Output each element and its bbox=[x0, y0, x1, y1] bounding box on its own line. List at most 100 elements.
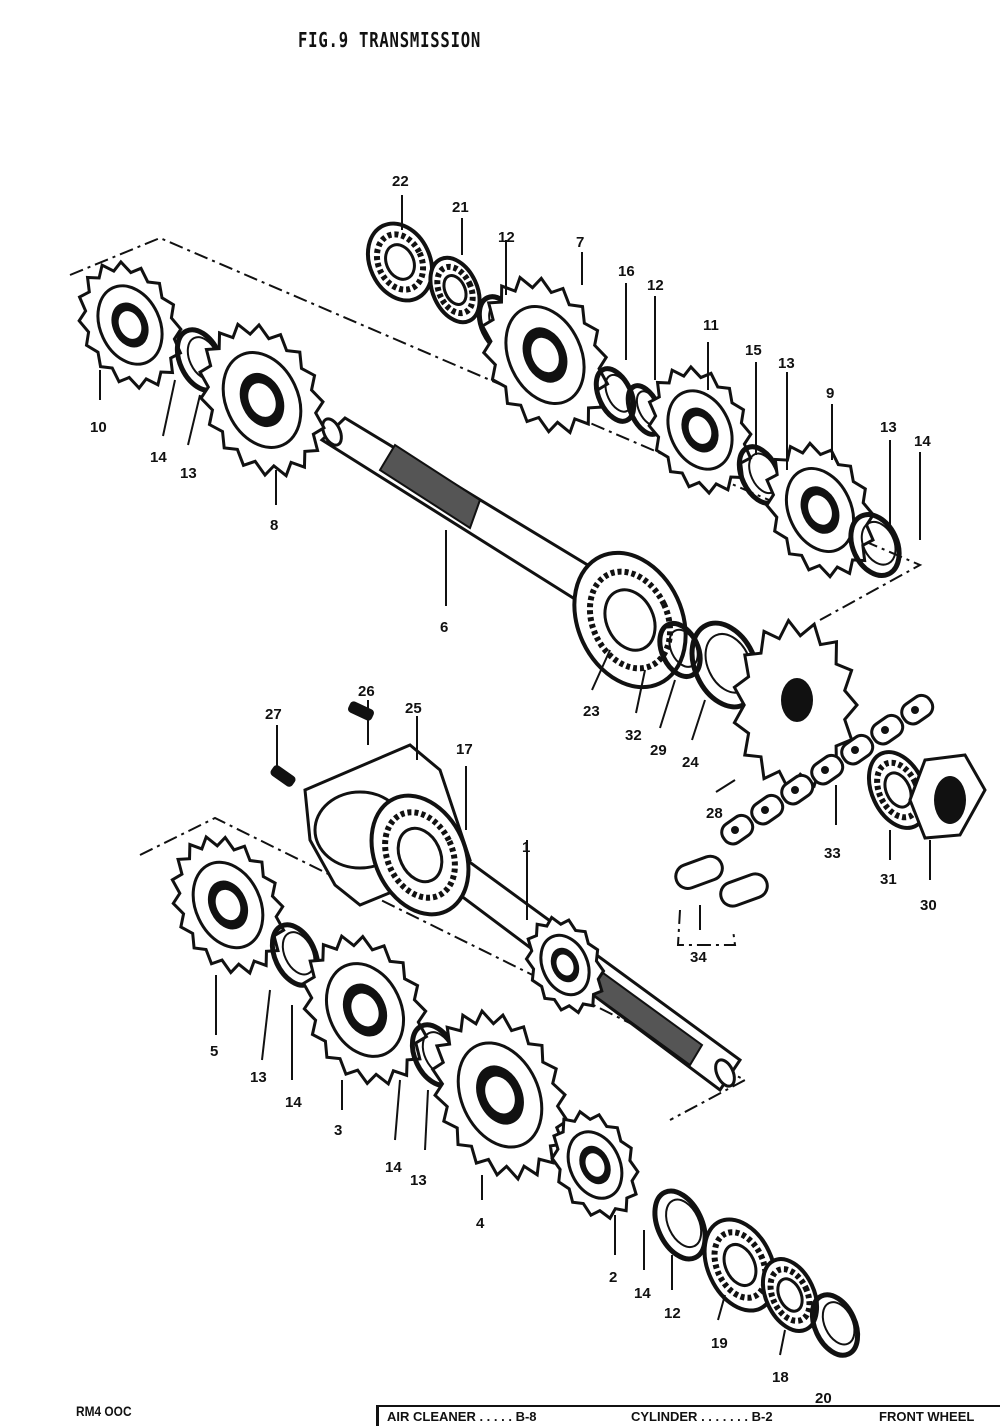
gear-10-hub bbox=[96, 284, 164, 366]
gear-8-bore-inner bbox=[248, 383, 276, 417]
gear-4-bore-inner bbox=[485, 1076, 515, 1114]
bearing-22 bbox=[365, 221, 435, 303]
callout-12: 12 bbox=[647, 277, 664, 294]
callout-27: 27 bbox=[265, 706, 282, 723]
leader-line bbox=[261, 989, 271, 1061]
countershaft-splines bbox=[378, 443, 482, 530]
gear-2-hub bbox=[566, 1130, 624, 1200]
nut-bore bbox=[934, 776, 966, 824]
callout-14: 14 bbox=[150, 449, 167, 466]
callout-6: 6 bbox=[440, 619, 448, 636]
callout-3: 3 bbox=[334, 1122, 342, 1139]
gear-5 bbox=[170, 834, 286, 976]
oil-seal-19-bore bbox=[722, 1242, 758, 1288]
callout-25: 25 bbox=[405, 700, 422, 717]
chain-pin bbox=[761, 806, 769, 814]
section-index-bar: AIR CLEANER . . . . . B-8 CYLINDER . . .… bbox=[376, 1405, 1000, 1426]
chain-pin bbox=[911, 706, 919, 714]
callout-21: 21 bbox=[452, 199, 469, 216]
callout-14: 14 bbox=[385, 1159, 402, 1176]
leader-line bbox=[162, 379, 176, 437]
gear-10 bbox=[77, 259, 183, 391]
washer-12-low bbox=[652, 1188, 708, 1262]
circlip-13-right bbox=[848, 512, 902, 578]
callout-13: 13 bbox=[250, 1069, 267, 1086]
lock-washer-31-balls bbox=[874, 759, 922, 821]
lock-washer-31-bore bbox=[883, 771, 913, 809]
gear-11 bbox=[647, 364, 753, 496]
gear-9 bbox=[764, 440, 876, 580]
gear-1-integral-bore-inner bbox=[556, 954, 574, 976]
index-entry-cylinder[interactable]: CYLINDER . . . . . . . B-2 bbox=[631, 1409, 773, 1424]
callout-29: 29 bbox=[650, 742, 667, 759]
callout-23: 23 bbox=[583, 703, 600, 720]
gear-5-hub bbox=[191, 860, 265, 950]
callout-13: 13 bbox=[778, 355, 795, 372]
needle-bearing-21 bbox=[428, 255, 482, 325]
oil-seal-19-balls bbox=[711, 1229, 769, 1301]
callout-1: 1 bbox=[522, 839, 530, 856]
callout-16: 16 bbox=[618, 263, 635, 280]
washer-end-inner bbox=[821, 1301, 856, 1346]
gear-2 bbox=[550, 1109, 640, 1221]
callout-7: 7 bbox=[576, 234, 584, 251]
gear-7-hub bbox=[504, 304, 586, 406]
bearing-22-bore bbox=[384, 243, 416, 281]
gear-9-hub bbox=[784, 467, 856, 553]
bearing-17 bbox=[369, 793, 471, 917]
callout-33: 33 bbox=[824, 845, 841, 862]
countershaft-frame bbox=[69, 236, 923, 621]
washer-end-outer bbox=[809, 1292, 861, 1358]
oil-seal-19 bbox=[702, 1217, 778, 1313]
needle-bearing-18-bore bbox=[776, 1277, 804, 1313]
callout-12: 12 bbox=[664, 1305, 681, 1322]
index-entry-front-wheel[interactable]: FRONT WHEEL bbox=[879, 1409, 975, 1424]
gear-7-bore-inner bbox=[531, 337, 559, 373]
index-entry-air-cleaner[interactable]: AIR CLEANER . . . . . B-8 bbox=[387, 1409, 537, 1424]
gear-9-bore-inner bbox=[808, 495, 832, 525]
bearing-22-balls bbox=[373, 231, 427, 293]
leader-line bbox=[779, 1329, 786, 1356]
gear-1-integral-hub bbox=[539, 933, 591, 997]
driveshaft-end bbox=[714, 1058, 736, 1088]
chain-pin bbox=[731, 826, 739, 834]
circlip-13-low-inner bbox=[281, 931, 316, 976]
countershaft-end bbox=[321, 417, 343, 447]
callout-8: 8 bbox=[270, 517, 278, 534]
bearing-23 bbox=[572, 550, 688, 690]
needle-bearing-18-balls bbox=[767, 1266, 813, 1324]
gear-3-bore-inner bbox=[351, 993, 379, 1027]
callout-14: 14 bbox=[634, 1285, 651, 1302]
callout-30: 30 bbox=[920, 897, 937, 914]
callout-26: 26 bbox=[358, 683, 375, 700]
leader-line bbox=[591, 649, 611, 691]
driveshaft-frame bbox=[139, 816, 748, 1121]
spacer-29-outer bbox=[657, 621, 703, 679]
leader-line bbox=[717, 1294, 726, 1321]
washer-12-low-outer bbox=[652, 1188, 708, 1262]
screw-27 bbox=[270, 765, 296, 787]
callout-9: 9 bbox=[826, 385, 834, 402]
gear-10-bore-inner bbox=[118, 311, 142, 339]
chain-joint-frame bbox=[676, 909, 737, 946]
needle-bearing-21-balls bbox=[434, 263, 476, 317]
gear-8-hub bbox=[221, 351, 303, 449]
joint-plate-a bbox=[674, 854, 724, 890]
drive-chain-33 bbox=[720, 693, 935, 846]
sprocket-28 bbox=[732, 617, 859, 793]
nut-30 bbox=[908, 753, 987, 840]
callout-32: 32 bbox=[625, 727, 642, 744]
gear-11-hub bbox=[666, 389, 734, 471]
leader-line bbox=[659, 679, 676, 729]
page-title: FIG.9 TRANSMISSION bbox=[298, 28, 482, 52]
circlip-13-right-inner bbox=[860, 520, 897, 566]
gear-7 bbox=[480, 274, 610, 436]
gear-1-integral bbox=[524, 915, 606, 1015]
gear-8 bbox=[198, 321, 326, 479]
leader-lines bbox=[99, 195, 931, 1356]
sprocket-bore bbox=[781, 678, 813, 722]
leader-line bbox=[691, 699, 706, 741]
